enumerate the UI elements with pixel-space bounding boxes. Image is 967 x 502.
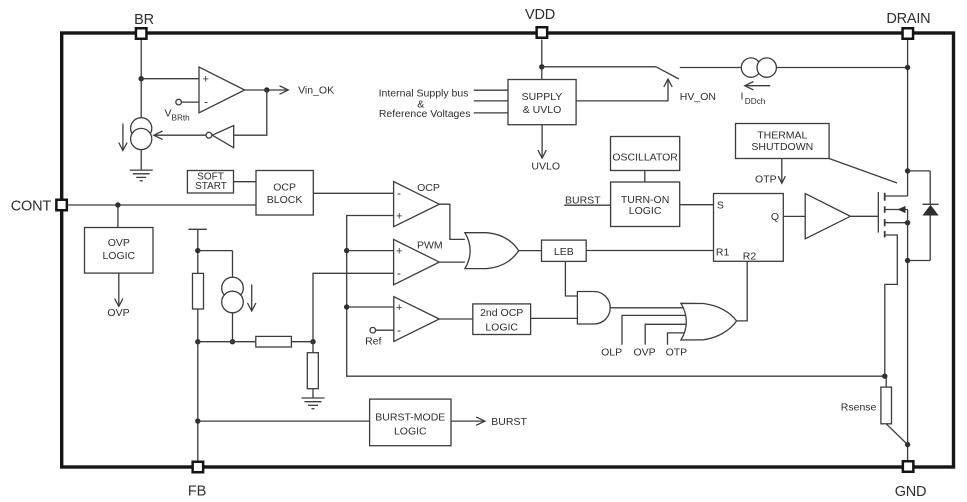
svg-text:PWM: PWM bbox=[417, 239, 443, 251]
svg-text:R2: R2 bbox=[743, 251, 757, 263]
svg-text:BRth: BRth bbox=[172, 114, 191, 123]
svg-text:SOFT: SOFT bbox=[197, 172, 224, 183]
svg-text:BURST: BURST bbox=[565, 194, 601, 206]
svg-text:VDD: VDD bbox=[525, 7, 555, 23]
svg-text:S: S bbox=[717, 200, 724, 212]
svg-text:I: I bbox=[741, 91, 744, 103]
svg-text:& UVLO: & UVLO bbox=[523, 104, 562, 116]
svg-text:CONT: CONT bbox=[11, 199, 52, 215]
svg-text:LEB: LEB bbox=[554, 246, 574, 258]
svg-text:OVP: OVP bbox=[108, 237, 130, 249]
svg-text:THERMAL: THERMAL bbox=[757, 129, 807, 141]
svg-text:OCP: OCP bbox=[417, 182, 440, 194]
svg-text:HV_ON: HV_ON bbox=[680, 91, 716, 103]
svg-text:BLOCK: BLOCK bbox=[267, 194, 303, 206]
svg-text:-: - bbox=[204, 95, 208, 109]
svg-text:+: + bbox=[396, 245, 402, 257]
svg-text:OCP: OCP bbox=[273, 181, 296, 193]
svg-text:OLP: OLP bbox=[601, 347, 622, 359]
svg-text:&: & bbox=[417, 98, 424, 110]
svg-text:Vin_OK: Vin_OK bbox=[298, 85, 334, 97]
svg-text:+: + bbox=[396, 210, 402, 222]
svg-text:OTP: OTP bbox=[666, 347, 688, 359]
svg-text:LOGIC: LOGIC bbox=[485, 322, 518, 334]
svg-text:R1: R1 bbox=[716, 246, 730, 258]
svg-text:-: - bbox=[397, 266, 401, 280]
svg-text:TURN-ON: TURN-ON bbox=[621, 194, 669, 206]
svg-text:V: V bbox=[165, 108, 172, 120]
svg-text:+: + bbox=[396, 302, 402, 314]
svg-text:OVP: OVP bbox=[634, 347, 656, 359]
svg-text:+: + bbox=[203, 74, 209, 86]
svg-text:Reference Voltages: Reference Voltages bbox=[379, 108, 471, 120]
svg-text:Q: Q bbox=[771, 211, 779, 223]
svg-text:START: START bbox=[195, 181, 227, 192]
svg-text:LOGIC: LOGIC bbox=[394, 426, 427, 438]
svg-text:-: - bbox=[397, 323, 401, 337]
svg-text:LOGIC: LOGIC bbox=[102, 250, 135, 262]
svg-text:DRAIN: DRAIN bbox=[886, 11, 930, 27]
svg-text:OSCILLATOR: OSCILLATOR bbox=[612, 151, 678, 163]
svg-text:BURST: BURST bbox=[491, 416, 527, 428]
svg-text:2nd OCP: 2nd OCP bbox=[480, 307, 523, 319]
svg-text:SHUTDOWN: SHUTDOWN bbox=[751, 141, 813, 153]
svg-text:BURST-MODE: BURST-MODE bbox=[375, 411, 445, 423]
svg-text:LOGIC: LOGIC bbox=[629, 205, 662, 217]
svg-text:DDch: DDch bbox=[745, 97, 766, 106]
svg-text:-: - bbox=[397, 186, 401, 200]
svg-text:FB: FB bbox=[188, 484, 206, 500]
svg-text:Internal Supply bus: Internal Supply bus bbox=[379, 88, 469, 100]
svg-text:SUPPLY: SUPPLY bbox=[522, 91, 563, 103]
svg-text:OVP: OVP bbox=[107, 307, 129, 319]
svg-text:OTP: OTP bbox=[755, 173, 777, 185]
svg-text:GND: GND bbox=[895, 484, 927, 500]
svg-text:BR: BR bbox=[134, 12, 154, 28]
svg-text:UVLO: UVLO bbox=[531, 161, 560, 173]
svg-text:Ref: Ref bbox=[365, 336, 381, 348]
svg-text:Rsense: Rsense bbox=[841, 402, 877, 414]
